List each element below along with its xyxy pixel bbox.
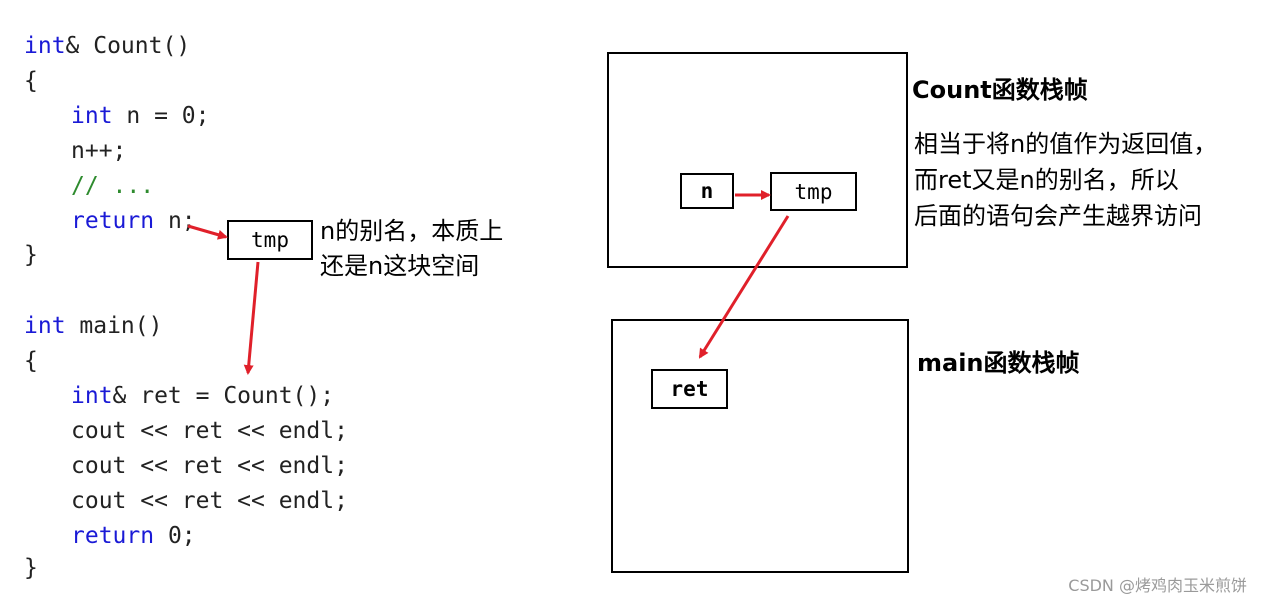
code-main-signature: int main() xyxy=(24,311,162,341)
code-text: 0; xyxy=(154,523,196,549)
arrow-frame-tmp-to-ret xyxy=(698,215,790,359)
code-open-brace: { xyxy=(24,68,38,94)
tmp-box: tmp xyxy=(227,220,313,260)
count-frame-note-line-1: 相当于将n的值作为返回值， xyxy=(914,130,1218,158)
code-keyword: return xyxy=(71,208,155,234)
code-keyword: int xyxy=(71,383,113,409)
arrow-tmp-to-ret xyxy=(243,261,260,375)
code-line-ret-decl: int& ret = Count(); xyxy=(71,381,334,411)
code-keyword: int xyxy=(24,313,66,339)
code-close-brace: } xyxy=(24,242,38,268)
code-line-return-0: return 0; xyxy=(71,521,196,551)
code-text: n = 0; xyxy=(112,103,210,129)
code-line-return-n: return n; xyxy=(71,206,196,236)
count-frame-note-line-2: 而ret又是n的别名，所以 xyxy=(914,166,1179,194)
code-line-cout: cout << ret << endl; xyxy=(71,418,348,444)
code-line-cout: cout << ret << endl; xyxy=(71,453,348,479)
code-line-n-decl: int n = 0; xyxy=(71,101,209,131)
main-frame-title: main函数栈帧 xyxy=(917,349,1080,377)
code-text: n; xyxy=(154,208,196,234)
n-box: n xyxy=(680,173,734,209)
count-stack-frame xyxy=(607,52,908,268)
watermark: CSDN @烤鸡肉玉米煎饼 xyxy=(1068,576,1247,595)
code-keyword: int xyxy=(24,33,66,59)
code-text: main() xyxy=(65,313,163,339)
code-keyword: int xyxy=(71,103,113,129)
code-keyword: return xyxy=(71,523,155,549)
code-text: & Count() xyxy=(65,33,191,59)
frame-tmp-box: tmp xyxy=(770,172,857,211)
arrow-return-to-tmp xyxy=(187,224,228,240)
count-frame-note-line-3: 后面的语句会产生越界访问 xyxy=(914,202,1202,230)
ret-box: ret xyxy=(651,369,728,409)
code-close-brace: } xyxy=(24,555,38,581)
alias-note-line-2: 还是n这块空间 xyxy=(320,252,480,280)
code-open-brace: { xyxy=(24,348,38,374)
count-frame-title: Count函数栈帧 xyxy=(912,76,1088,104)
code-text: & ret = Count(); xyxy=(112,383,335,409)
code-line-increment: n++; xyxy=(71,138,127,164)
code-line-cout: cout << ret << endl; xyxy=(71,488,348,514)
code-count-signature: int& Count() xyxy=(24,31,190,61)
code-line-comment: // ... xyxy=(71,173,155,199)
main-stack-frame xyxy=(611,319,909,573)
alias-note-line-1: n的别名，本质上 xyxy=(320,217,504,245)
